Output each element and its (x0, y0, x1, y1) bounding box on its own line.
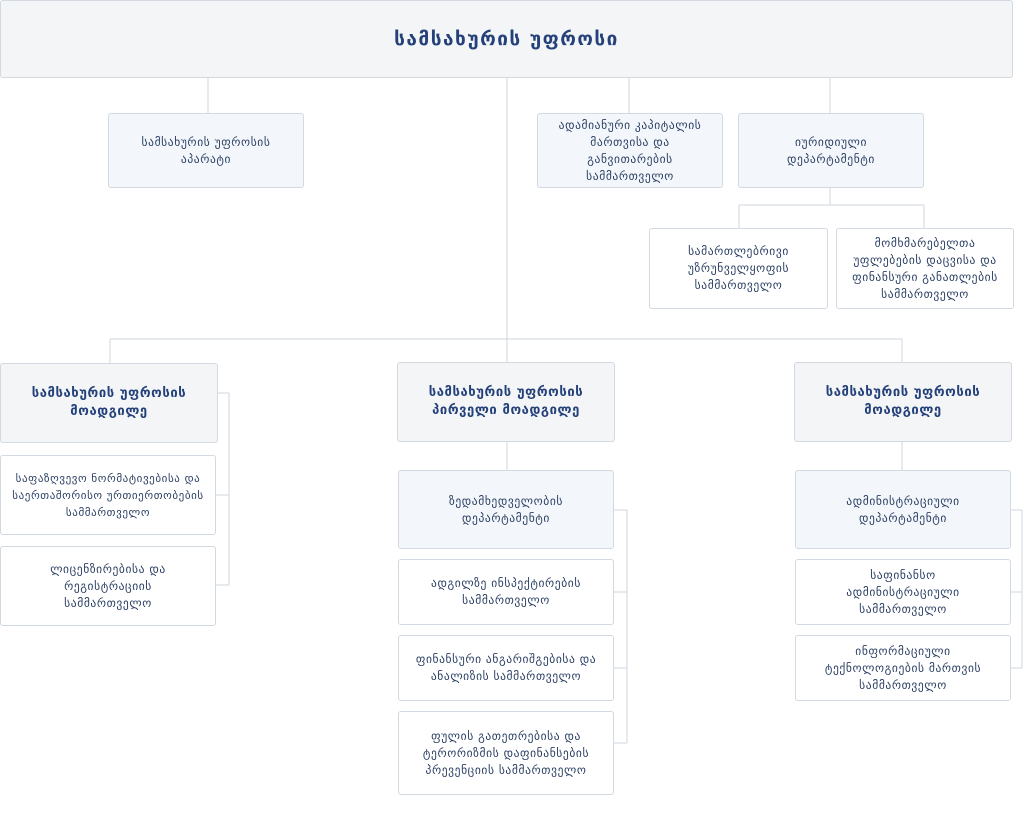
first-deputy-title: სამსახურის უფროსის პირველი მოადგილე (428, 385, 584, 418)
chief-office-box: სამსახურის უფროსის აპარატი (108, 113, 304, 188)
hr-division-box: ადამიანური კაპიტალის მართვისა და განვითა… (537, 113, 723, 188)
deputy-left-unit-1-label: საფაზღვევო ნორმატივებისა და საერთაშორისო… (12, 471, 204, 519)
first-deputy-unit-1-box: ადგილზე ინსპექტირების სამმართველო (398, 559, 614, 625)
deputy-right-unit-2-label: ინფორმაციული ტექნოლოგიების მართვის სამმა… (824, 643, 982, 692)
chief-title: სამსახურის უფროსი (394, 27, 619, 50)
hr-division-label: ადამიანური კაპიტალის მართვისა და განვითა… (558, 117, 702, 183)
taxpayer-rights-division-box: მომხმარებელთა უფლებების დაცვისა და ფინან… (836, 228, 1014, 309)
chief-box: სამსახურის უფროსი (0, 0, 1013, 78)
deputy-right-title: სამსახურის უფროსის მოადგილე (825, 385, 981, 418)
first-deputy-unit-3-label: ფულის გათეთრებისა და ტერორიზმის დაფინანს… (422, 728, 590, 777)
legal-department-label: იურიდიული დეპარტამენტი (787, 134, 875, 166)
deputy-left-box: სამსახურის უფროსის მოადგილე (0, 363, 218, 443)
first-deputy-unit-1-label: ადგილზე ინსპექტირების სამმართველო (431, 576, 581, 607)
supervision-department-label: ზედამხედველობის დეპარტამენტი (448, 493, 564, 525)
deputy-right-box: სამსახურის უფროსის მოადგილე (794, 362, 1012, 442)
first-deputy-unit-3-box: ფულის გათეთრებისა და ტერორიზმის დაფინანს… (398, 711, 614, 795)
supervision-department-box: ზედამხედველობის დეპარტამენტი (398, 470, 614, 549)
first-deputy-box: სამსახურის უფროსის პირველი მოადგილე (397, 362, 615, 442)
legal-support-division-box: სამართლებრივი უზრუნველყოფის სამმართველო (649, 228, 828, 309)
first-deputy-unit-2-box: ფინანსური ანგარიშგებისა და ანალიზის სამმ… (398, 635, 614, 701)
deputy-left-unit-2-label: ლიცენზირებისა და რეგისტრაციის სამმართველ… (50, 561, 166, 610)
first-deputy-unit-2-label: ფინანსური ანგარიშგებისა და ანალიზის სამმ… (415, 652, 597, 683)
legal-support-division-label: სამართლებრივი უზრუნველყოფის სამმართველო (687, 244, 790, 292)
administrative-department-label: ადმინისტრაციული დეპარტამენტი (846, 493, 960, 525)
taxpayer-rights-division-label: მომხმარებელთა უფლებების დაცვისა და ფინან… (852, 235, 998, 301)
deputy-left-unit-1-box: საფაზღვევო ნორმატივებისა და საერთაშორისო… (0, 455, 216, 535)
deputy-left-unit-2-box: ლიცენზირებისა და რეგისტრაციის სამმართველ… (0, 546, 216, 626)
deputy-right-unit-2-box: ინფორმაციული ტექნოლოგიების მართვის სამმა… (795, 635, 1011, 701)
chief-office-label: სამსახურის უფროსის აპარატი (141, 134, 271, 166)
deputy-right-unit-1-box: საფინანსო ადმინისტრაციული სამმართველო (795, 559, 1011, 625)
deputy-right-unit-1-label: საფინანსო ადმინისტრაციული სამმართველო (846, 567, 960, 616)
legal-department-box: იურიდიული დეპარტამენტი (738, 113, 924, 188)
administrative-department-box: ადმინისტრაციული დეპარტამენტი (795, 470, 1011, 549)
deputy-left-title: სამსახურის უფროსის მოადგილე (31, 386, 187, 419)
